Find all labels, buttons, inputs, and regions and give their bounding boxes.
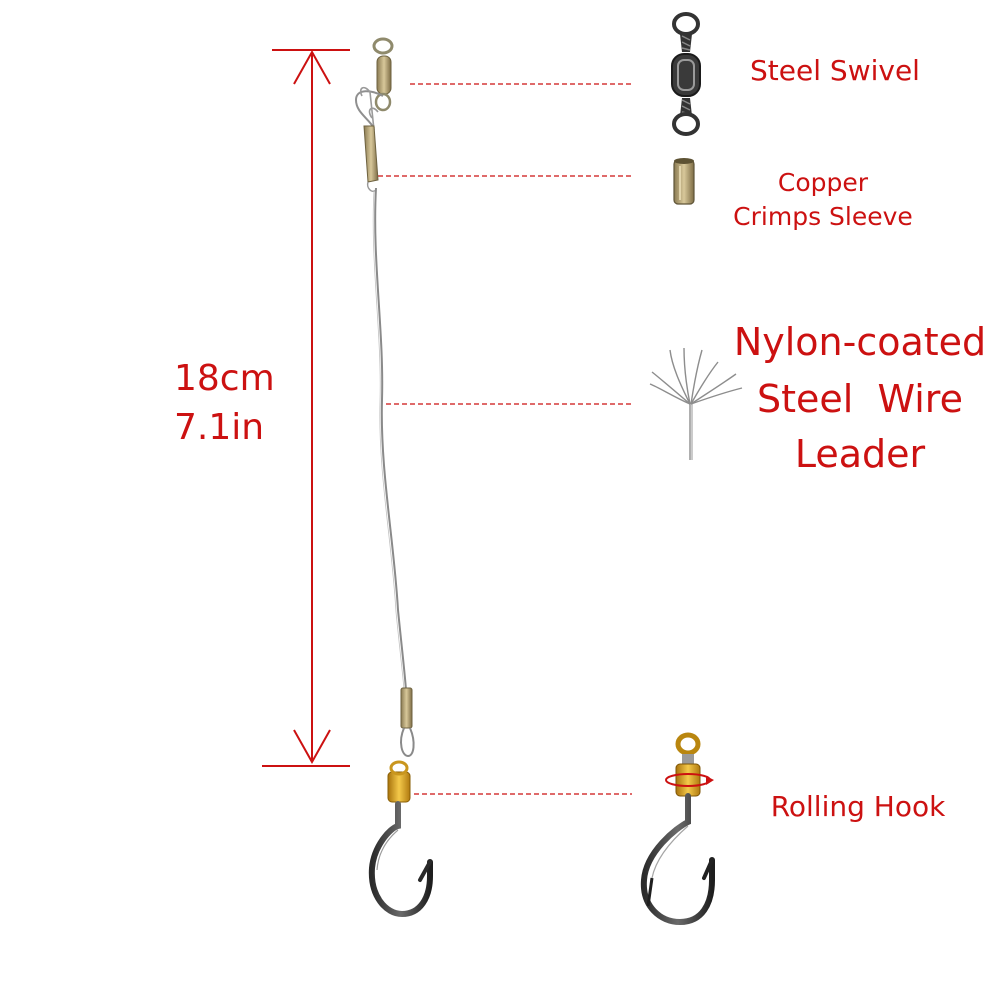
rig-top-crimp bbox=[363, 125, 379, 183]
rig-bottom-crimp bbox=[400, 687, 413, 729]
dimension-top-arrowhead bbox=[293, 49, 331, 85]
rolling-hook-icon bbox=[640, 732, 715, 926]
wire-leader-label-line3: Leader bbox=[794, 432, 926, 476]
wire-leader-label-line2: Steel Wire bbox=[757, 377, 963, 421]
callout-lines bbox=[378, 83, 632, 795]
copper-crimp-label-line2: Crimps Sleeve bbox=[733, 202, 913, 231]
rig-wire-leader bbox=[374, 187, 407, 691]
rolling-hook-label: Rolling Hook bbox=[770, 790, 946, 823]
length-dimension bbox=[262, 49, 350, 767]
swivel-icon bbox=[671, 12, 701, 136]
rig-swivel-barrel bbox=[376, 55, 392, 95]
wire-strands-icon bbox=[649, 347, 743, 460]
copper-crimp-label-line1: Copper bbox=[777, 168, 869, 197]
length-label-inch: 7.1in bbox=[174, 407, 265, 448]
steel-swivel-label: Steel Swivel bbox=[750, 54, 920, 87]
rig-swivel-top-eye bbox=[372, 37, 394, 55]
rig-hook bbox=[368, 801, 433, 918]
rig-gold-connector bbox=[387, 771, 411, 803]
length-label-cm: 18cm bbox=[174, 358, 275, 399]
assembled-rig bbox=[354, 37, 433, 918]
dimension-bottom-arrowhead bbox=[293, 729, 331, 765]
wire-leader-label-line1: Nylon-coated bbox=[733, 320, 987, 364]
crimp-sleeve-icon bbox=[673, 158, 695, 205]
